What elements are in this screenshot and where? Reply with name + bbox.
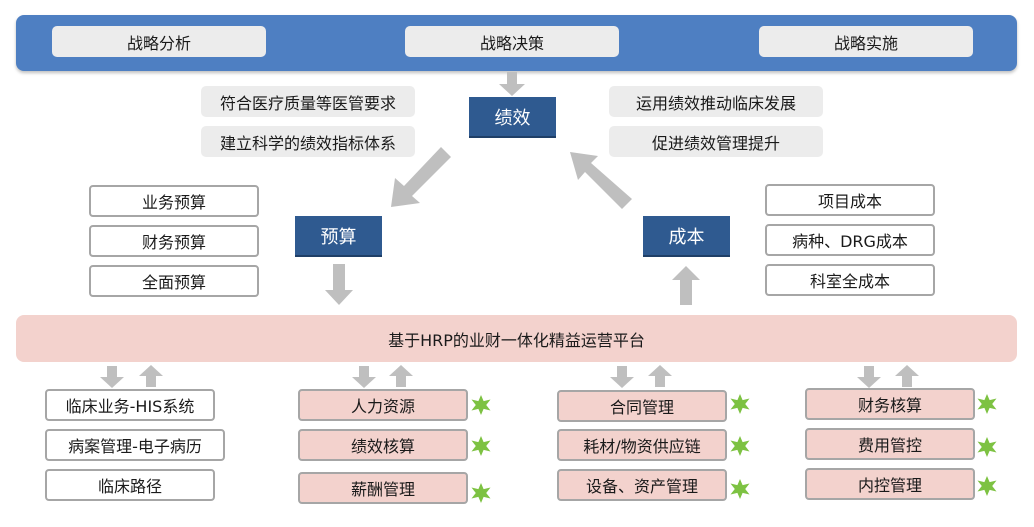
module-hr-performance: 绩效核算 <box>298 429 468 461</box>
arrow-diagonal-icon <box>570 152 632 209</box>
performance-note-left-2: 建立科学的绩效指标体系 <box>201 126 415 157</box>
cost-node: 成本 <box>643 216 730 257</box>
module-clinical-his: 临床业务-HIS系统 <box>45 389 215 421</box>
module-clinical-emr: 病案管理-电子病历 <box>45 429 225 461</box>
module-finance-accounting: 财务核算 <box>805 388 975 420</box>
cost-item-project: 项目成本 <box>765 184 935 216</box>
module-supply-chain: 耗材/物资供应链 <box>557 429 727 461</box>
star-icon <box>730 394 750 414</box>
budget-node: 预算 <box>295 216 382 257</box>
performance-node: 绩效 <box>469 97 556 138</box>
arrow-up-icon <box>139 365 163 387</box>
star-icon <box>471 483 491 503</box>
hrp-platform-bar: 基于HRP的业财一体化精益运营平台 <box>16 315 1017 362</box>
module-clinical-pathway: 临床路径 <box>45 469 215 501</box>
star-icon <box>977 437 997 457</box>
module-finance-expense: 费用管控 <box>805 428 975 460</box>
budget-item-finance: 财务预算 <box>89 225 259 257</box>
budget-item-overall: 全面预算 <box>89 265 259 297</box>
arrow-down-icon <box>610 366 634 388</box>
arrow-up-icon <box>672 266 700 305</box>
cost-item-department: 科室全成本 <box>765 264 935 296</box>
arrow-down-icon <box>325 264 353 305</box>
module-supply-assets: 设备、资产管理 <box>557 469 727 501</box>
arrow-up-icon <box>389 365 413 387</box>
arrow-down-icon <box>499 72 525 96</box>
performance-note-right-1: 运用绩效推动临床发展 <box>609 86 823 117</box>
star-icon <box>977 476 997 496</box>
module-supply-contract: 合同管理 <box>557 390 727 422</box>
star-icon <box>730 479 750 499</box>
performance-note-left-1: 符合医疗质量等医管要求 <box>201 86 415 117</box>
arrow-down-icon <box>352 366 376 388</box>
arrow-down-icon <box>857 366 881 388</box>
module-hr-salary: 薪酬管理 <box>298 472 468 504</box>
budget-item-business: 业务预算 <box>89 185 259 217</box>
strategy-analysis-label: 战略分析 <box>52 26 266 57</box>
star-icon <box>471 436 491 456</box>
arrow-diagonal-icon <box>391 147 451 207</box>
arrow-down-icon <box>100 366 124 388</box>
arrow-up-icon <box>648 365 672 387</box>
module-hr-resources: 人力资源 <box>298 389 468 421</box>
strategy-decision-label: 战略决策 <box>405 26 619 57</box>
star-icon <box>730 436 750 456</box>
strategy-implementation-label: 战略实施 <box>759 26 973 57</box>
cost-item-drg: 病种、DRG成本 <box>765 224 935 256</box>
star-icon <box>471 395 491 415</box>
module-finance-control: 内控管理 <box>805 468 975 500</box>
arrow-up-icon <box>895 365 919 387</box>
performance-note-right-2: 促进绩效管理提升 <box>609 126 823 157</box>
star-icon <box>977 394 997 414</box>
